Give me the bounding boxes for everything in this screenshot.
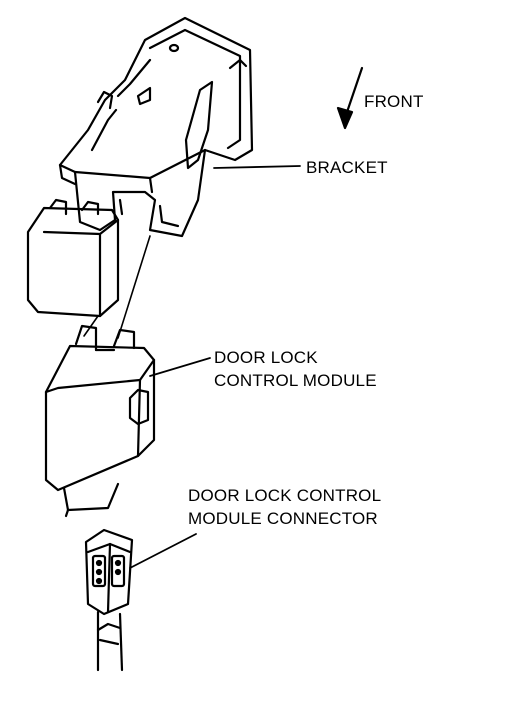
front-label: FRONT [364, 92, 424, 111]
bracket-part [58, 16, 254, 238]
door-lock-control-module-part [44, 324, 156, 518]
connector-label-line-1: DOOR LOCK CONTROL [188, 486, 382, 505]
alignment-line [83, 315, 99, 337]
module-mount-box [26, 198, 120, 318]
bracket-leader-line [213, 165, 301, 169]
connector-leader-line [129, 533, 197, 569]
connector-label: DOOR LOCK CONTROL MODULE CONNECTOR [188, 484, 381, 530]
module-label-line-2: CONTROL MODULE [214, 371, 377, 390]
front-arrow-icon [336, 66, 364, 130]
door-lock-control-module-connector-part [84, 528, 134, 672]
module-label: DOOR LOCK CONTROL MODULE [214, 346, 377, 392]
module-label-line-1: DOOR LOCK [214, 348, 318, 367]
module-leader-line [149, 357, 211, 377]
alignment-line [117, 235, 151, 339]
connector-label-line-2: MODULE CONNECTOR [188, 509, 378, 528]
bracket-label: BRACKET [306, 158, 388, 177]
